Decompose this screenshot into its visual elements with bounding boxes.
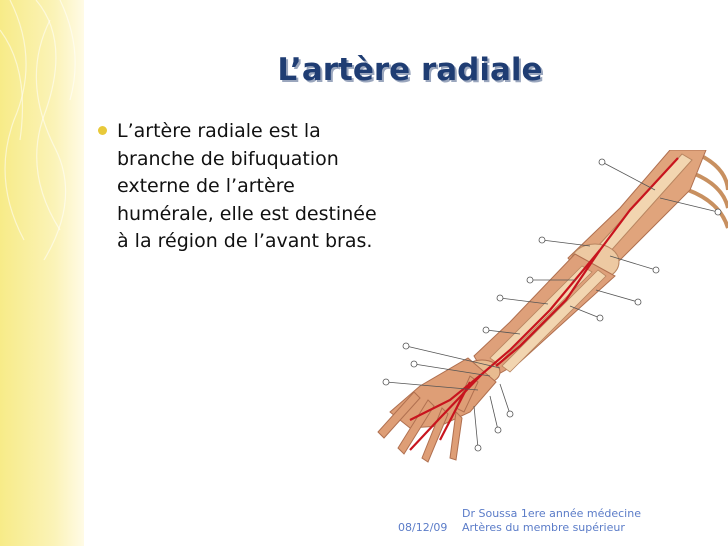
slide-title: L’artère radiale — [277, 52, 543, 88]
footer-date: 08/12/09 — [398, 521, 448, 534]
bullet-text: L’artère radiale est la branche de bifuq… — [117, 120, 377, 252]
bullet-dot-icon — [98, 126, 107, 135]
ulna — [501, 269, 607, 373]
hand — [389, 357, 497, 429]
decorative-sidebar — [0, 0, 84, 546]
arm-anatomy-illustration — [370, 148, 728, 465]
bullet-item: L’artère radiale est la branche de bifuq… — [98, 118, 388, 256]
radius — [489, 265, 593, 365]
humerus — [597, 153, 693, 255]
footer-author-line: Dr Soussa 1ere année médecine — [462, 507, 641, 520]
footer-course-line: Artères du membre supérieur — [462, 521, 625, 534]
fingers — [377, 375, 479, 463]
label-pointers — [382, 158, 722, 452]
footer-author: Dr Soussa 1ere année médecine Artères du… — [462, 507, 641, 535]
